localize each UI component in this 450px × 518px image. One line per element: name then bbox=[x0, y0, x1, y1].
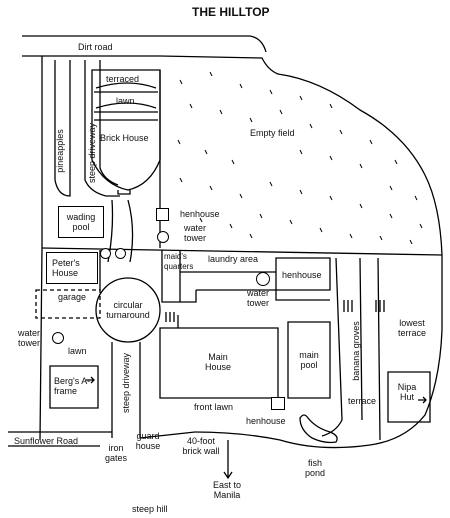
henhouse-mid-box bbox=[275, 257, 331, 291]
brick-house-label: Brick House bbox=[100, 133, 149, 143]
water-tower-top-icon bbox=[157, 231, 169, 243]
terrace-label: terrace bbox=[348, 396, 377, 406]
steep-driveway-top-inner bbox=[99, 60, 119, 186]
henhouse-bottom-box bbox=[271, 397, 285, 410]
henhouse-bottom-label: henhouse bbox=[246, 416, 286, 426]
wading-pool-box bbox=[58, 206, 104, 238]
lawn-left-label: lawn bbox=[68, 346, 87, 356]
terraced-label: terraced bbox=[106, 74, 140, 84]
lowest-terrace-label: lowest terrace bbox=[397, 318, 426, 338]
peters-house-box bbox=[46, 252, 98, 284]
bergs-aframe-box bbox=[49, 365, 99, 409]
east-to-manila-label: East to Manila bbox=[212, 480, 241, 500]
steep-driveway-bottom-label: steep driveway bbox=[121, 352, 131, 414]
stairs-icon-2 bbox=[375, 300, 385, 312]
water-tower-left-icon bbox=[52, 332, 64, 344]
estate-boundary-east bbox=[194, 255, 443, 449]
peters-house-label: Peter's House bbox=[52, 258, 80, 278]
dirt-road-label: Dirt road bbox=[78, 42, 113, 52]
guard-house-label: guard house bbox=[135, 431, 161, 451]
henhouse-top-label: henhouse bbox=[180, 209, 220, 219]
tank-icon-2 bbox=[115, 248, 126, 259]
terraced-curve-2 bbox=[95, 102, 157, 109]
steep-driveway-top bbox=[84, 60, 120, 197]
field-boundary bbox=[159, 55, 443, 256]
main-pool-label: main pool bbox=[299, 350, 319, 370]
tank-icon-1 bbox=[100, 248, 111, 259]
main-pool-box bbox=[287, 321, 331, 399]
steep-hill-label: steep hill bbox=[132, 504, 168, 514]
water-tower-left-label: water tower bbox=[17, 328, 40, 348]
front-lawn-label: front lawn bbox=[194, 402, 234, 412]
door-arrow-icon bbox=[418, 396, 427, 404]
stairs-icon-1 bbox=[343, 300, 353, 312]
circular-turnaround-shape bbox=[95, 277, 161, 343]
iron-gates-label: iron gates bbox=[104, 443, 128, 463]
henhouse-mid-label: henhouse bbox=[282, 270, 322, 280]
wading-pool-label: wading pool bbox=[66, 212, 96, 232]
steep-driveway-top-label: steep driveway bbox=[87, 122, 97, 184]
banana-lane-3 bbox=[377, 257, 381, 441]
brick-house-outline bbox=[91, 69, 161, 191]
maids-quarters-label: maid's quarters bbox=[164, 252, 194, 271]
banana-lane-1 bbox=[321, 257, 343, 437]
inner-compound bbox=[196, 289, 330, 301]
sunflower-road-label: Sunflower Road bbox=[14, 436, 79, 446]
brick-wall-label: 40-foot brick wall bbox=[182, 436, 220, 456]
laundry-enclosure-2 bbox=[180, 290, 197, 303]
nipa-hut-box bbox=[387, 371, 431, 423]
water-tower-mid-icon bbox=[256, 272, 270, 286]
nipa-hut-label: Nipa Hut bbox=[397, 382, 417, 402]
bergs-aframe-label: Berg's A-frame bbox=[54, 376, 91, 396]
driveway-right bbox=[127, 199, 134, 263]
laundry-area-label: laundry area bbox=[208, 254, 259, 264]
banana-lane-2 bbox=[359, 257, 363, 421]
garage-outline bbox=[35, 289, 101, 319]
map-title: THE HILLTOP bbox=[192, 5, 270, 19]
dirt-road-line bbox=[22, 35, 267, 53]
field-grass-marks bbox=[177, 71, 423, 245]
circular-turnaround-label: circular turnaround bbox=[106, 300, 150, 320]
water-tower-top-label: water tower bbox=[183, 223, 206, 243]
main-house-label: Main House bbox=[204, 352, 231, 372]
water-tower-mid-label: water tower bbox=[246, 288, 269, 308]
fish-pond-label: fish pond bbox=[304, 458, 326, 478]
pineapple-lane bbox=[54, 60, 71, 197]
henhouse-top-box bbox=[156, 208, 169, 221]
terraced-curve-1 bbox=[95, 82, 157, 89]
lawn-top-label: lawn bbox=[116, 96, 135, 106]
empty-field-label: Empty field bbox=[250, 128, 295, 138]
door-arrow-icon-2 bbox=[86, 376, 95, 384]
garage-label: garage bbox=[58, 292, 87, 302]
maids-quarters-box bbox=[161, 250, 181, 303]
stairs-icon-3 bbox=[165, 312, 175, 322]
brick-house-dot bbox=[117, 190, 131, 195]
left-boundary bbox=[39, 56, 43, 441]
arrow-down-icon bbox=[223, 440, 233, 480]
pineapples-label: pineapples bbox=[55, 129, 65, 173]
fish-pond-shape bbox=[299, 414, 338, 444]
brick-wall-line bbox=[139, 431, 196, 439]
banana-groves-label: banana groves bbox=[351, 321, 361, 381]
